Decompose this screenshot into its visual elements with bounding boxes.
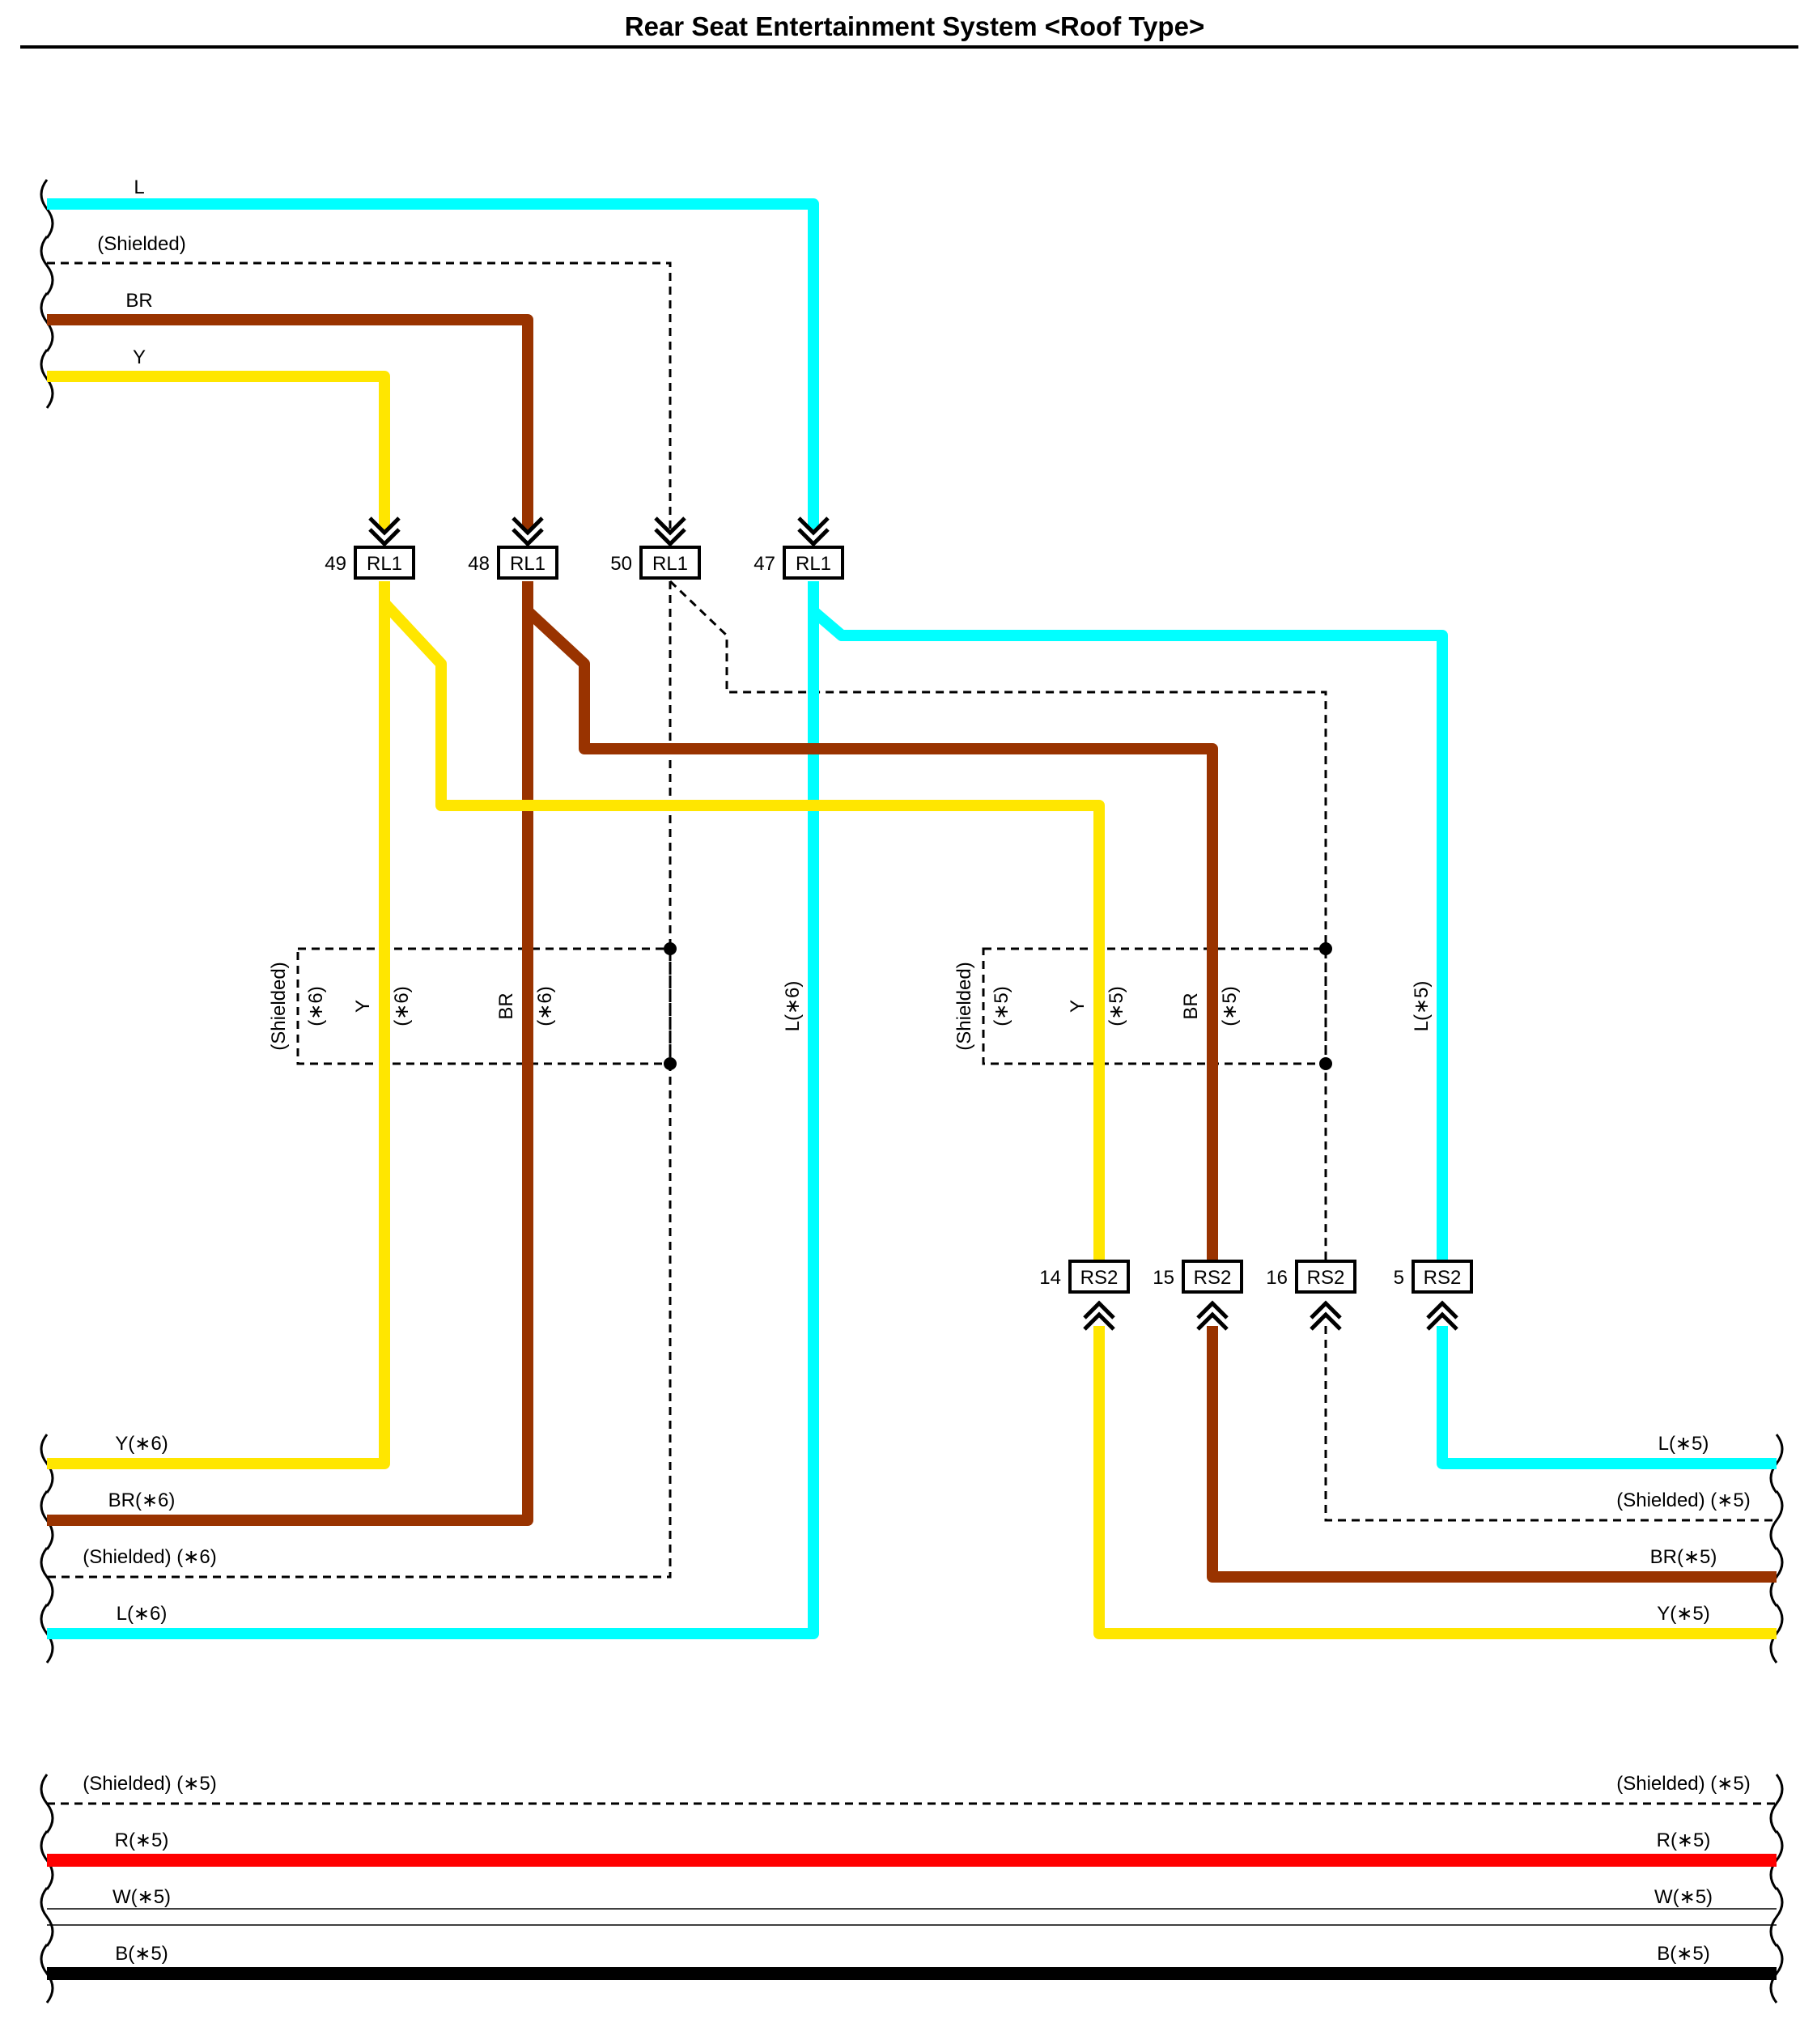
shield-left-y-label: Y — [352, 1000, 374, 1013]
shield-box-right — [982, 947, 1327, 1065]
connector-name: RL1 — [510, 553, 546, 575]
wire-label-br-star6: BR(∗6) — [108, 1489, 176, 1511]
wire-label-l-star6: L(∗6) — [117, 1603, 168, 1625]
chevron-down-icon — [654, 516, 686, 547]
connector-name: RS2 — [1424, 1267, 1462, 1289]
chevron-up-icon — [1310, 1300, 1342, 1331]
wire-l-top — [47, 198, 819, 530]
shield-right-y-note: (∗5) — [1106, 986, 1127, 1026]
wire-label-l: L — [134, 176, 144, 198]
wire-label-w-left: W(∗5) — [113, 1886, 171, 1908]
wire-shielded-top — [47, 261, 672, 530]
shield-left-y-note: (∗6) — [391, 986, 413, 1026]
wire-label-shielded-star6: (Shielded) (∗6) — [83, 1546, 217, 1568]
wire-br-rs2-15-down — [1207, 1326, 1777, 1583]
wire-l-rs2-5-down — [1437, 1326, 1777, 1469]
shield-box-left — [296, 947, 672, 1065]
wire-label-r-left: R(∗5) — [115, 1829, 169, 1851]
wire-l-star5 — [809, 606, 1448, 1277]
shield-left-br-label: BR — [495, 992, 517, 1019]
chevron-down-icon — [368, 516, 401, 547]
connector-name: RL1 — [652, 553, 688, 575]
wire-label-l-star6-vertical: L(∗6) — [782, 981, 804, 1032]
pin-number: 48 — [468, 553, 490, 575]
connector-name: RL1 — [796, 553, 831, 575]
connector-rs2-14: RS2 14 — [1039, 1260, 1130, 1294]
shield-right-label: (Shielded) — [953, 962, 975, 1050]
wire-shielded-rl1-50-right — [669, 580, 1327, 1277]
connector-rs2-15: RS2 15 — [1153, 1260, 1243, 1294]
wire-label-b-left: B(∗5) — [115, 1943, 168, 1965]
shield-junction-dots — [664, 942, 1332, 1070]
wire-label-b-right: B(∗5) — [1657, 1943, 1709, 1965]
connector-name: RL1 — [367, 553, 402, 575]
connector-rs2-5: RS2 5 — [1394, 1260, 1473, 1294]
connector-name: RS2 — [1307, 1267, 1345, 1289]
pin-number: 14 — [1039, 1267, 1061, 1289]
wire-y-star6 — [47, 581, 390, 1469]
connector-rl1-47: RL1 47 — [754, 546, 844, 580]
wire-br-star6 — [47, 581, 533, 1526]
wire-l-star6 — [47, 581, 819, 1639]
connector-name: RS2 — [1080, 1267, 1119, 1289]
pin-number: 5 — [1394, 1267, 1404, 1289]
wire-label-y-star5: Y(∗5) — [1657, 1603, 1709, 1625]
wire-label-y: Y — [133, 346, 146, 368]
rl1-chevrons — [368, 516, 830, 547]
pin-number: 50 — [610, 553, 632, 575]
wire-y-top — [47, 371, 390, 530]
wire-label-r-right: R(∗5) — [1657, 1829, 1711, 1851]
connector-rl1-49: RL1 49 — [325, 546, 415, 580]
pin-number: 49 — [325, 553, 346, 575]
chevron-up-icon — [1426, 1300, 1458, 1331]
wire-label-y-star6: Y(∗6) — [115, 1433, 168, 1455]
wire-label-shielded-through-left: (Shielded) (∗5) — [83, 1773, 217, 1795]
wire-br-top — [47, 314, 533, 530]
chevron-down-icon — [512, 516, 544, 547]
shield-left-note: (∗6) — [305, 986, 327, 1026]
connector-rl1-50: RL1 50 — [610, 546, 701, 580]
wire-shielded-rl1-50-left — [47, 581, 672, 1579]
connector-rl1-48: RL1 48 — [468, 546, 558, 580]
shield-left-label: (Shielded) — [268, 962, 290, 1050]
wire-shielded-rs2-16-down — [1324, 1326, 1777, 1522]
connector-name: RS2 — [1194, 1267, 1232, 1289]
wire-label-l-star5: L(∗5) — [1658, 1433, 1709, 1455]
chevron-up-icon — [1196, 1300, 1229, 1331]
shield-right-br-note: (∗5) — [1219, 986, 1241, 1026]
rs2-chevrons — [1083, 1300, 1458, 1331]
wire-label-br-star5: BR(∗5) — [1650, 1546, 1717, 1568]
shield-right-note: (∗5) — [991, 986, 1013, 1026]
chevron-up-icon — [1083, 1300, 1115, 1331]
page-title: Rear Seat Entertainment System <Roof Typ… — [625, 11, 1204, 41]
wire-label-w-right: W(∗5) — [1654, 1886, 1713, 1908]
wire-label-shielded-star5: (Shielded) (∗5) — [1616, 1489, 1751, 1511]
wire-label-shielded: (Shielded) — [97, 233, 185, 255]
wire-label-br: BR — [125, 290, 152, 312]
shield-right-br-label: BR — [1180, 992, 1202, 1019]
shield-left-br-note: (∗6) — [534, 986, 556, 1026]
connector-rs2-16: RS2 16 — [1266, 1260, 1356, 1294]
wire-y-star5 — [380, 599, 1105, 1277]
pin-number: 47 — [754, 553, 775, 575]
pin-number: 15 — [1153, 1267, 1174, 1289]
wire-label-shielded-through-right: (Shielded) (∗5) — [1616, 1773, 1751, 1795]
chevron-down-icon — [797, 516, 830, 547]
wire-break-marks — [40, 179, 1784, 2004]
wire-label-l-star5-vertical: L(∗5) — [1411, 981, 1433, 1032]
shield-right-y-label: Y — [1067, 1000, 1089, 1013]
wire-y-rs2-14-down — [1093, 1326, 1777, 1639]
pin-number: 16 — [1266, 1267, 1288, 1289]
wire-br-star5 — [524, 606, 1218, 1277]
